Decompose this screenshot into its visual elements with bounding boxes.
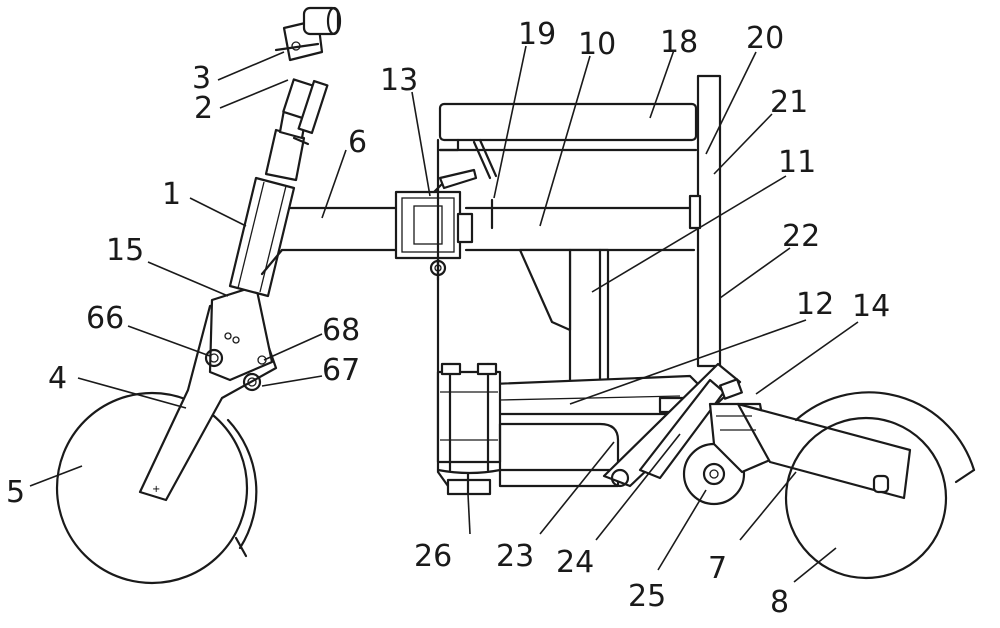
label-67: 67 [322, 353, 360, 388]
lower-box [436, 362, 502, 496]
label-12: 12 [796, 287, 834, 322]
label-1: 1 [162, 177, 181, 212]
label-26: 26 [414, 539, 452, 574]
label-25: 25 [628, 579, 666, 614]
rear-wheel [784, 391, 976, 580]
label-3: 3 [192, 61, 211, 96]
leader-lines [29, 45, 859, 583]
rear-bracket [708, 378, 912, 500]
label-5: 5 [6, 475, 25, 510]
vertical-support [518, 248, 610, 388]
label-15: 15 [106, 233, 144, 268]
clamp [394, 168, 478, 282]
label-11: 11 [778, 145, 816, 180]
steering-column [228, 6, 342, 298]
label-8: 8 [770, 585, 789, 620]
label-7: 7 [708, 551, 727, 586]
label-6: 6 [348, 125, 367, 160]
label-18: 18 [660, 25, 698, 60]
label-22: 22 [782, 219, 820, 254]
label-14: 14 [852, 289, 890, 324]
label-10: 10 [578, 27, 616, 62]
label-2: 2 [194, 91, 213, 126]
label-19: 19 [518, 17, 556, 52]
main-frame [260, 198, 696, 276]
svg-text:+: + [152, 484, 160, 495]
label-4: 4 [48, 361, 67, 396]
label-68: 68 [322, 313, 360, 348]
part-labels: 1 2 3 4 5 6 7 8 10 11 12 13 14 15 18 19 … [6, 17, 890, 620]
label-20: 20 [746, 21, 784, 56]
label-66: 66 [86, 301, 124, 336]
label-21: 21 [770, 85, 808, 120]
label-23: 23 [496, 539, 534, 574]
label-24: 24 [556, 545, 594, 580]
seat-and-back [436, 74, 722, 488]
front-wheel [55, 391, 258, 585]
label-13: 13 [380, 63, 418, 98]
